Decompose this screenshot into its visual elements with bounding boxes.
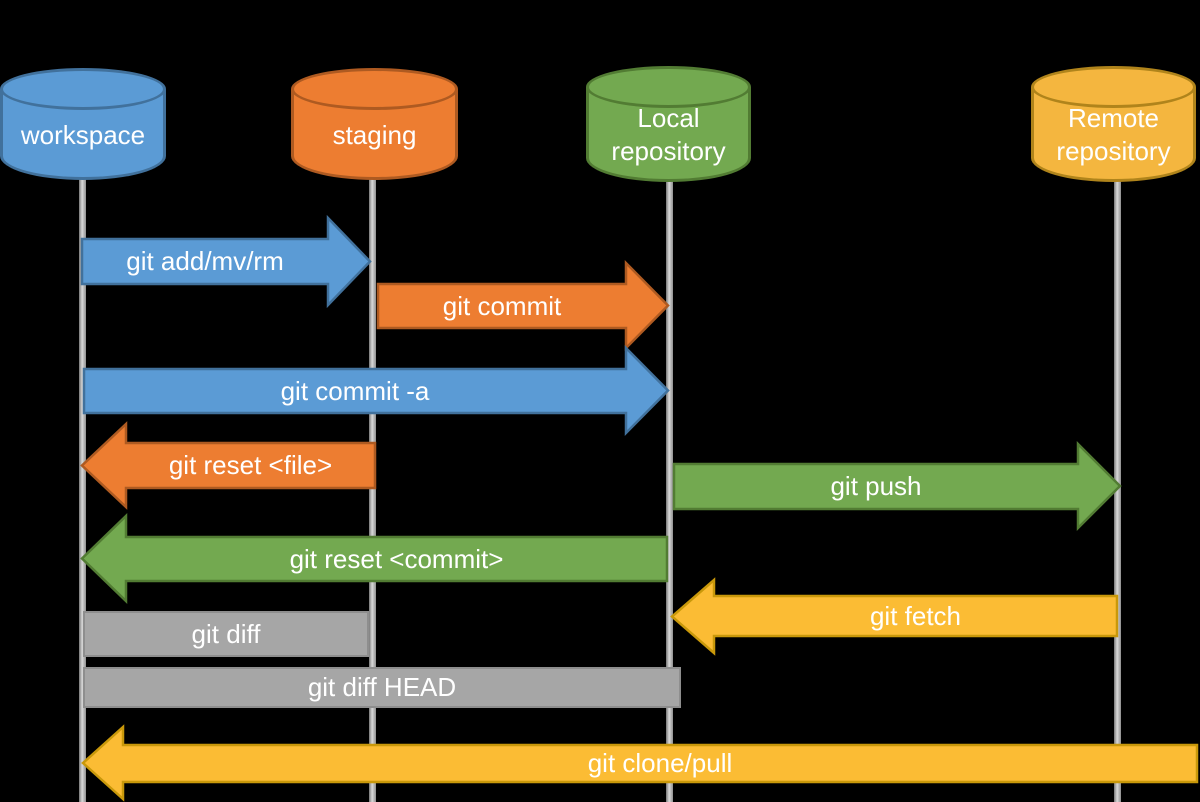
git-add-arrow-label: git add/mv/rm [82,239,328,284]
git-push-arrow-text: git push [830,471,922,501]
git-commit-arrow-label: git commit [378,284,626,328]
git-push-arrow: git push [672,440,1122,532]
git-diff-head-bar-text: git diff HEAD [307,672,457,702]
git-commit-arrow-text: git commit [442,290,562,321]
git-commit-arrow-shape [376,259,670,352]
local-repository-label-line: repository [611,136,726,166]
git-diff-head-bar: git diff HEAD [83,667,681,708]
local-repository-label-line: Local [637,103,700,133]
git-fetch-arrow: git fetch [670,577,1119,656]
git-reset-commit-arrow-label: git reset <commit> [126,537,667,581]
workspace-lifeline [79,176,86,802]
git-reset-file-arrow-text: git reset <file> [168,450,333,480]
local-repository-cylinder-top [586,66,751,108]
git-clone-pull-arrow-shape [81,724,1199,802]
git-commit-a-arrow-text: git commit -a [280,375,430,406]
local-repository-lifeline [666,180,673,802]
git-fetch-arrow-text: git fetch [869,600,962,631]
git-fetch-arrow-shape [670,577,1119,656]
staging-label: staging [291,94,458,176]
git-commit-a-arrow-shape [82,344,670,437]
workspace-cylinder: workspace [0,68,166,180]
git-commit-arrow: git commit [376,259,670,352]
git-diff-bar-text: git diff [191,618,261,649]
git-add-arrow: git add/mv/rm [80,214,372,309]
git-reset-file-arrow: git reset <file> [80,421,377,510]
remote-repository-label-line: Remote [1067,103,1160,133]
git-reset-commit-arrow-shape [80,513,669,604]
workspace-label: workspace [0,94,166,176]
git-clone-pull-arrow: git clone/pull [81,724,1199,802]
git-reset-commit-arrow-text: git reset <commit> [289,543,504,574]
workspace-cylinder-top [0,68,166,110]
git-clone-pull-arrow-label: git clone/pull [123,745,1197,782]
git-commit-a-arrow-label: git commit -a [84,369,626,413]
remote-repository-label-line: repository [1056,136,1171,166]
staging-label-line: staging [332,119,417,150]
git-reset-file-arrow-shape [80,421,377,510]
git-fetch-arrow-label: git fetch [714,596,1117,636]
remote-repository-cylinder-top [1031,66,1196,108]
git-reset-commit-arrow: git reset <commit> [80,513,669,604]
staging-cylinder: staging [291,68,458,180]
staging-cylinder-top [291,68,458,110]
git-commit-a-arrow: git commit -a [82,344,670,437]
git-push-arrow-label: git push [674,464,1078,509]
git-clone-pull-arrow-text: git clone/pull [587,748,733,778]
git-diff-bar: git diff [83,611,369,657]
git-add-arrow-shape [80,214,372,309]
git-push-arrow-shape [672,440,1122,532]
remote-repository-lifeline [1114,180,1121,802]
git-reset-file-arrow-label: git reset <file> [126,443,375,488]
workspace-label-line: workspace [20,119,146,150]
git-add-arrow-text: git add/mv/rm [126,246,284,276]
